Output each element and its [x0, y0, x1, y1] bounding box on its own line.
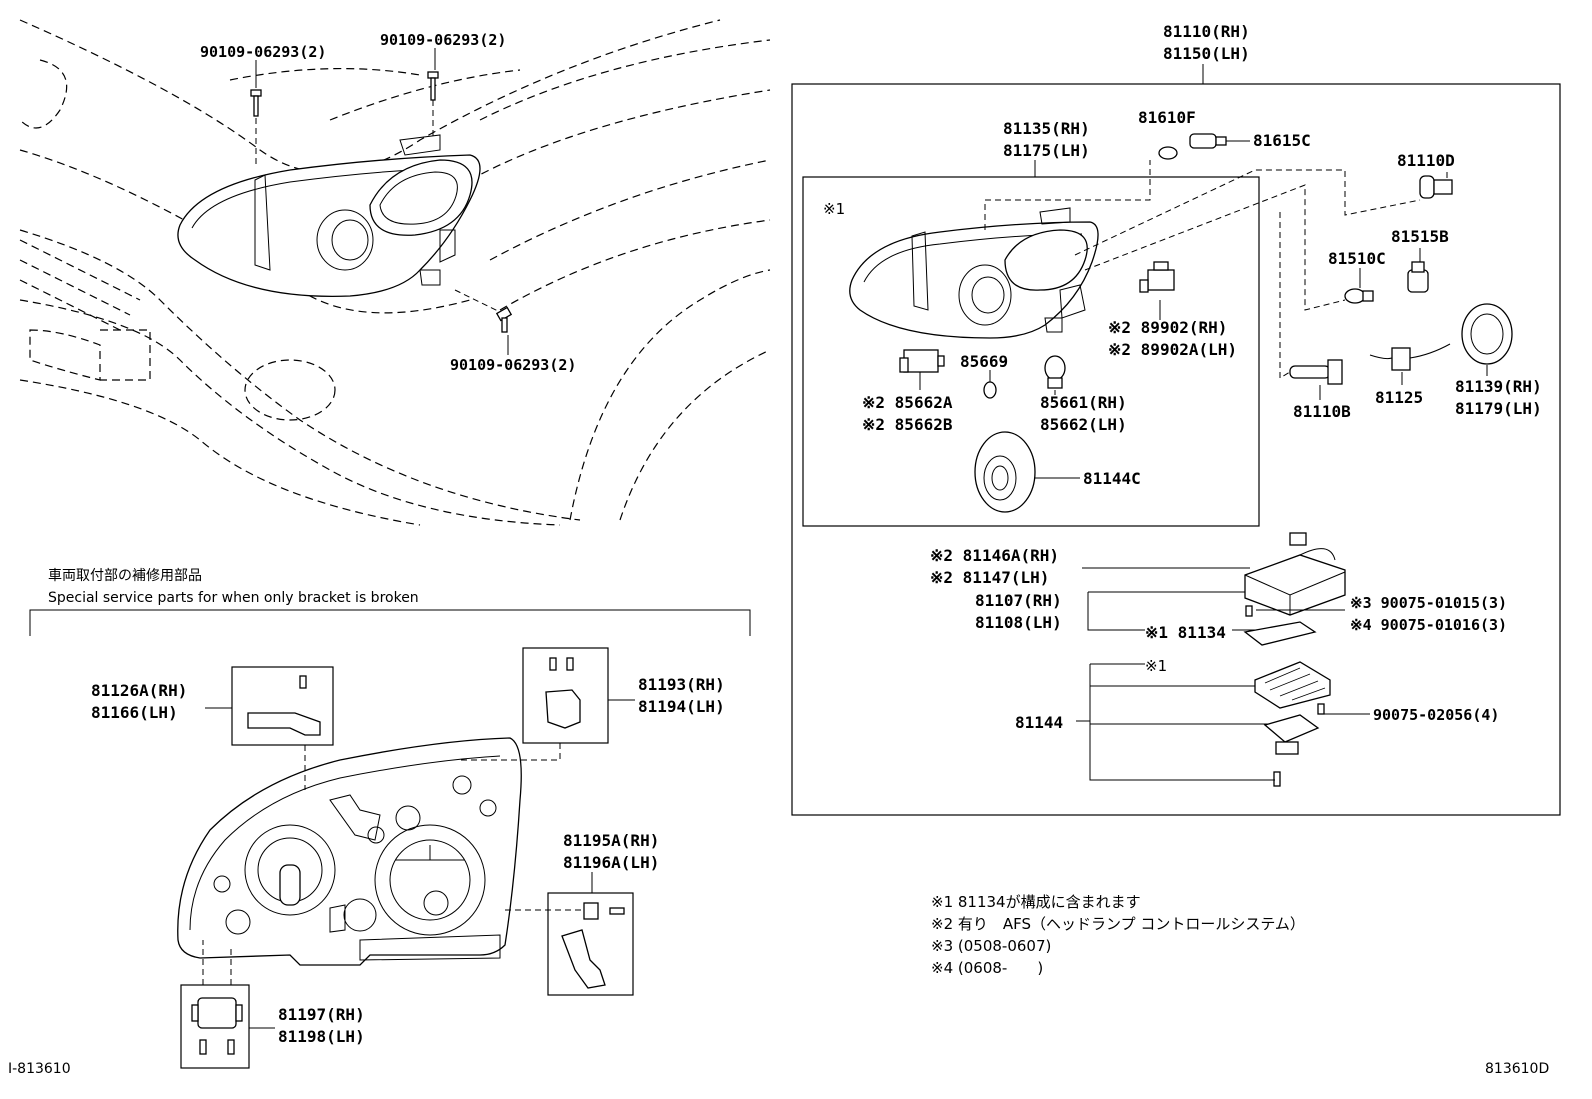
label-81110d: 81110D	[1397, 151, 1455, 170]
igniter-81125-icon	[1369, 343, 1451, 371]
cover-81144-upper-icon	[1254, 661, 1331, 709]
bracket-81126a-icon	[247, 675, 321, 736]
bulb-81510c-icon	[1344, 288, 1374, 304]
label-81197-rh: 81197(RH)	[278, 1005, 365, 1024]
label-screw-a: ※3 90075-01015(3)	[1350, 594, 1507, 612]
screw-icon	[1245, 605, 1253, 617]
gasket-81134-icon	[1243, 621, 1317, 646]
label-81179-lh: 81179(LH)	[1455, 399, 1542, 418]
label-bolt-top-left: 90109-06293(2)	[200, 43, 326, 61]
note-1: ※1 81134が構成に含まれます	[931, 893, 1141, 911]
label-81195a-rh: 81195A(RH)	[563, 831, 659, 850]
bulb-81110d-icon	[1419, 175, 1453, 199]
ref-code-right: 813610D	[1485, 1061, 1549, 1077]
ballast-81146a-icon	[1244, 532, 1346, 616]
label-bolt-top-right: 90109-06293(2)	[380, 31, 506, 49]
bolt-icon	[427, 71, 439, 101]
bracket-81193-icon	[545, 657, 581, 729]
bulb-81610f-icon	[1158, 146, 1178, 160]
label-81108-lh: 81108(LH)	[975, 613, 1062, 632]
cover-81144-lower-icon	[1263, 714, 1320, 755]
label-unit-lh: 81175(LH)	[1003, 141, 1090, 160]
label-unit-rh: 81135(RH)	[1003, 119, 1090, 138]
label-81166-lh: 81166(LH)	[91, 703, 178, 722]
label-85669: 85669	[960, 352, 1008, 371]
label-81615c: 81615C	[1253, 131, 1311, 150]
footnotes: ※1 81134が構成に含まれます ※2 有り AFS（ヘッドランプ コントロー…	[931, 893, 1305, 977]
label-screw-b: ※4 90075-01016(3)	[1350, 616, 1507, 634]
label-81510c: 81510C	[1328, 249, 1386, 268]
label-81139-rh: 81139(RH)	[1455, 377, 1542, 396]
box-81126a	[231, 666, 334, 746]
screw-icon	[1273, 771, 1281, 787]
headlamp-rear-view	[177, 737, 522, 966]
label-81193-rh: 81193(RH)	[638, 675, 725, 694]
label-81110b: 81110B	[1293, 402, 1351, 421]
label-85662a: ※2 85662A	[862, 393, 953, 412]
bracket-81197-icon	[191, 997, 243, 1055]
box-81197	[180, 984, 250, 1069]
label-81146a-rh: ※2 81146A(RH)	[930, 546, 1059, 565]
label-81147-lh: ※2 81147(LH)	[930, 568, 1049, 587]
vehicle-front-view	[19, 19, 771, 526]
label-81144: 81144	[1015, 713, 1063, 732]
bolt-icon	[250, 89, 262, 117]
mark1-small-label: ※1	[1145, 657, 1167, 675]
headlamp-unit	[849, 207, 1099, 339]
ref-code-left: I-813610	[8, 1061, 71, 1077]
label-81198-lh: 81198(LH)	[278, 1027, 365, 1046]
label-81125: 81125	[1375, 388, 1423, 407]
actuator-85662-icon	[899, 349, 945, 373]
label-81134: ※1 81134	[1145, 623, 1226, 642]
box-81195a	[547, 892, 634, 996]
oring-85669-icon	[983, 381, 997, 399]
cap-81144c-icon	[974, 431, 1036, 513]
note-2: ※2 有り AFS（ヘッドランプ コントロールシステム）	[931, 915, 1305, 933]
relay-89902-icon	[1139, 261, 1175, 293]
label-81126a-rh: 81126A(RH)	[91, 681, 187, 700]
mark1-box-label: ※1	[823, 200, 845, 218]
bolt-icon	[495, 306, 513, 333]
label-85662b: ※2 85662B	[862, 415, 953, 434]
socket-81515b-icon	[1407, 261, 1429, 293]
label-81194-lh: 81194(LH)	[638, 697, 725, 716]
bracket-81195a-icon	[561, 902, 625, 989]
label-85662-lh: 85662(LH)	[1040, 415, 1127, 434]
label-81515b: 81515B	[1391, 227, 1449, 246]
unit-subframe	[802, 176, 1260, 527]
hid-bulb-81110b-icon	[1289, 359, 1343, 385]
caption-en: Special service parts for when only brac…	[48, 590, 419, 606]
note-4: ※4 (0608- )	[931, 959, 1043, 977]
label-81196a-lh: 81196A(LH)	[563, 853, 659, 872]
screw-icon	[1317, 703, 1325, 715]
label-81610f: 81610F	[1138, 108, 1196, 127]
label-81144c: 81144C	[1083, 469, 1141, 488]
label-81107-rh: 81107(RH)	[975, 591, 1062, 610]
label-assy-lh: 81150(LH)	[1163, 44, 1250, 63]
label-89902a-lh: ※2 89902A(LH)	[1108, 340, 1237, 359]
label-assy-rh: 81110(RH)	[1163, 22, 1250, 41]
label-85661-rh: 85661(RH)	[1040, 393, 1127, 412]
label-screw-c: 90075-02056(4)	[1373, 706, 1499, 724]
caption-jp: 車両取付部の補修用部品	[48, 567, 202, 584]
socket-85661-icon	[1044, 355, 1066, 389]
note-3: ※3 (0508-0607)	[931, 937, 1051, 955]
assembly-frame	[791, 83, 1561, 816]
box-81193	[522, 647, 609, 744]
cover-81139-icon	[1461, 303, 1513, 365]
label-89902-rh: ※2 89902(RH)	[1108, 318, 1227, 337]
bulb-81615c-icon	[1189, 133, 1227, 149]
label-bolt-lower: 90109-06293(2)	[450, 356, 576, 374]
